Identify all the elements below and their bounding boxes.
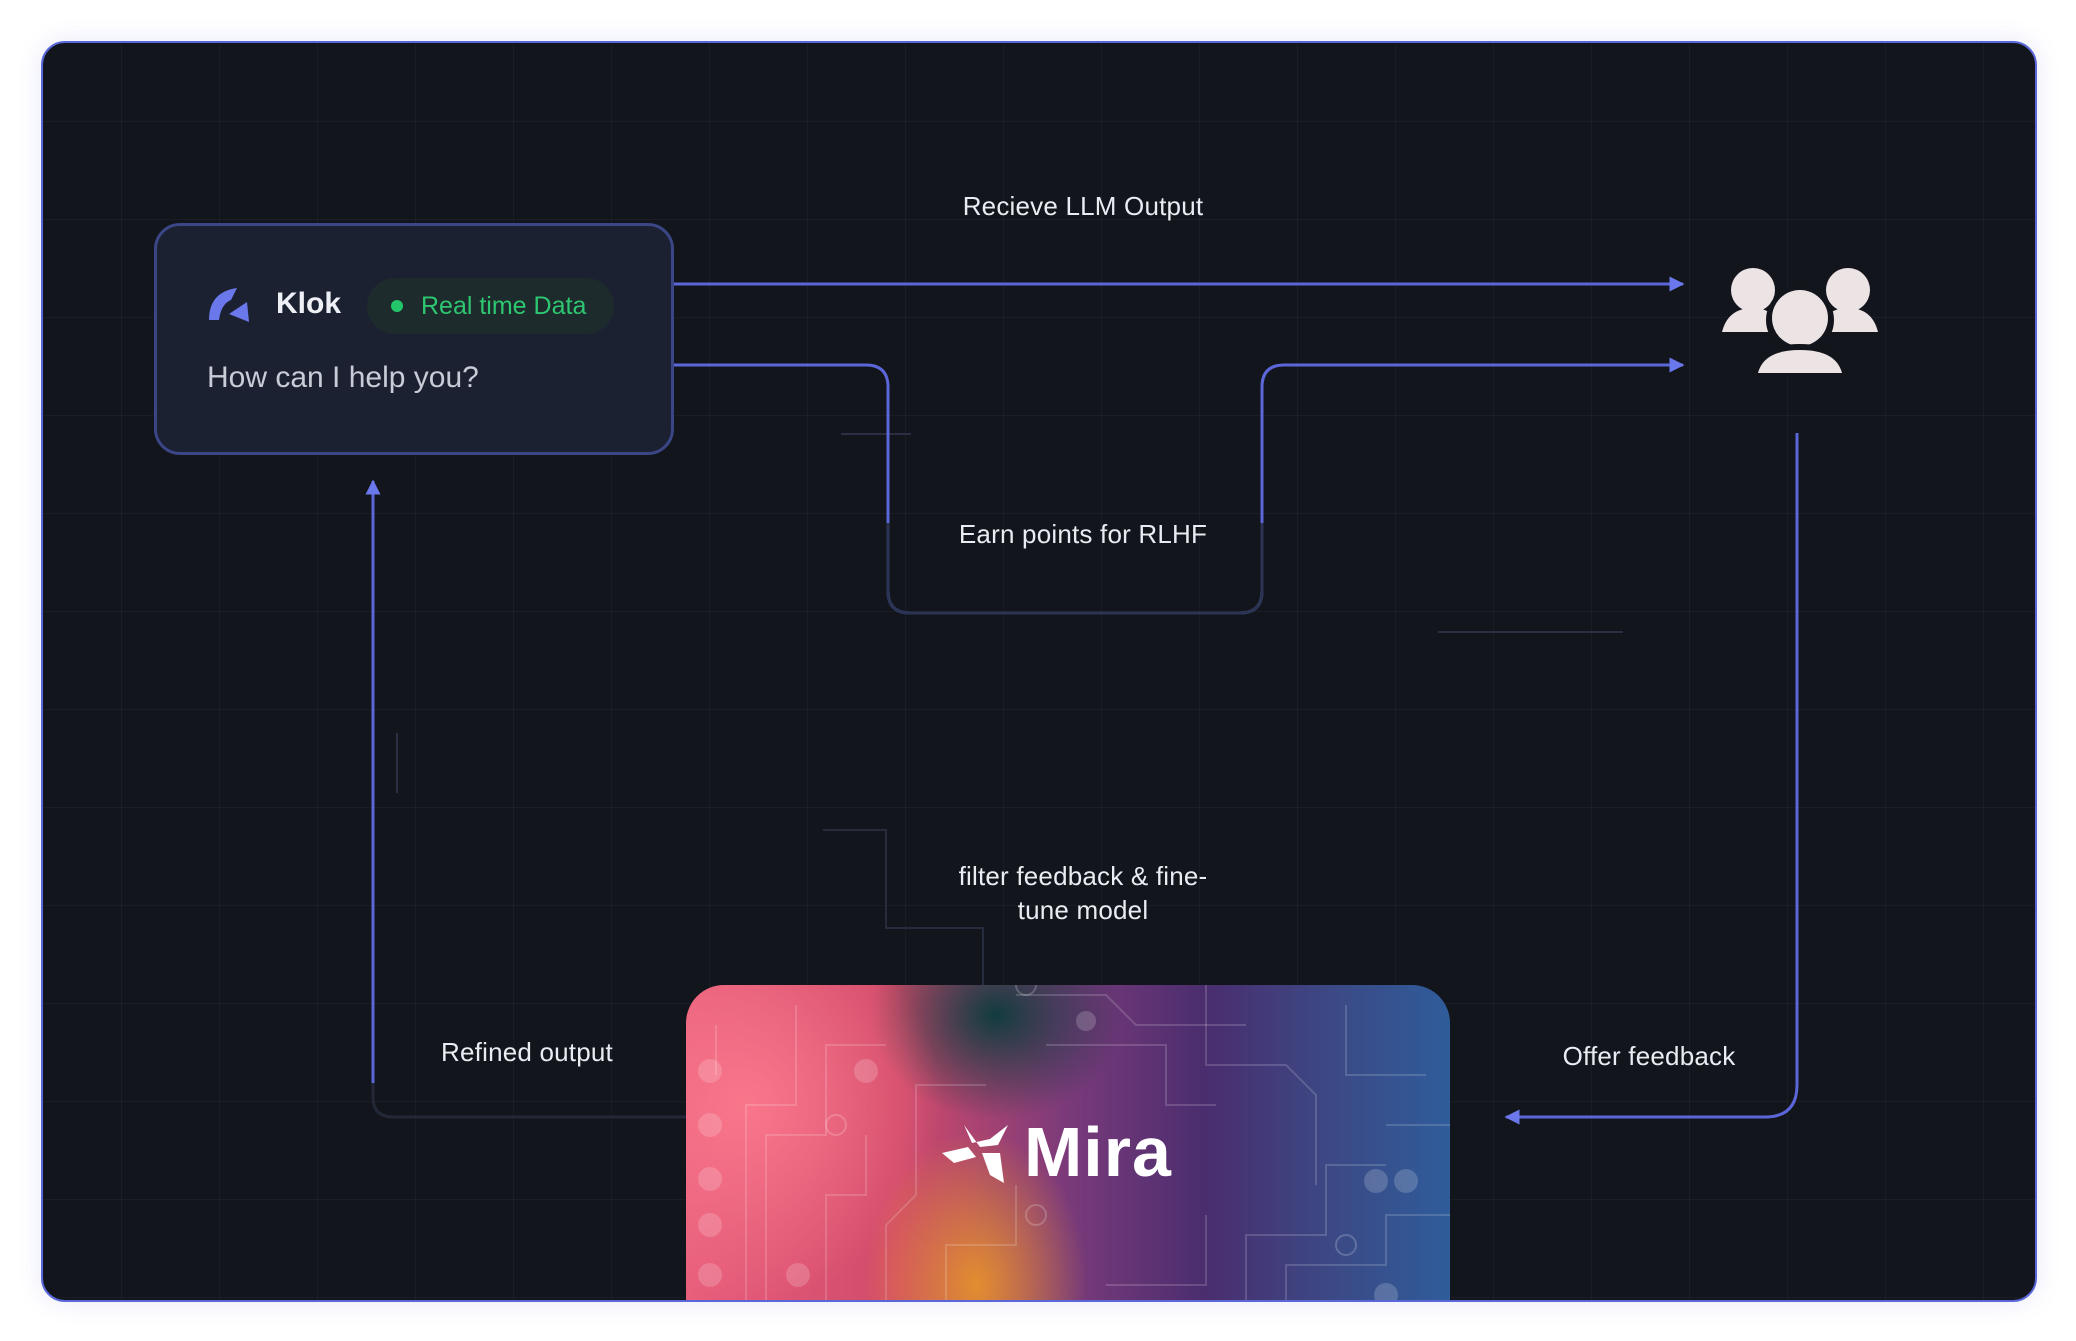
circuit-pattern	[698, 985, 1450, 1300]
label-receive-output: Recieve LLM Output	[962, 191, 1204, 221]
klok-chat-card[interactable]: Klok Real time Data How can I help you?	[154, 223, 674, 455]
arrow-offer-feedback	[1504, 433, 1799, 1125]
label-filter-feedback: filter feedback & fine-tune model	[958, 861, 1208, 925]
mira-logo-icon	[942, 1125, 1008, 1183]
status-dot-icon	[391, 300, 403, 312]
label-earn-points: Earn points for RLHF	[958, 519, 1208, 549]
earn-points-underline	[886, 523, 1264, 615]
arrow-refined-output-base	[371, 943, 686, 1119]
connector-lines	[365, 276, 1799, 1125]
status-badge: Real time Data	[367, 278, 615, 334]
klok-brand-name: Klok	[276, 287, 342, 320]
mira-model-card[interactable]: Mira	[686, 985, 1450, 1300]
decor-line	[823, 829, 984, 985]
label-offer-feedback: Offer feedback	[1562, 1041, 1736, 1071]
arrow-earn-points	[674, 357, 1685, 615]
label-refined-output: Refined output	[441, 1037, 613, 1067]
mira-brand-name: Mira	[1024, 1113, 1172, 1191]
chat-prompt: How can I help you?	[207, 361, 479, 394]
klok-logo-icon	[209, 288, 249, 322]
status-text: Real time Data	[421, 292, 587, 320]
diagram-canvas: Recieve LLM Output Earn points for RLHF …	[41, 41, 2037, 1302]
users-group-icon	[1722, 268, 1878, 376]
